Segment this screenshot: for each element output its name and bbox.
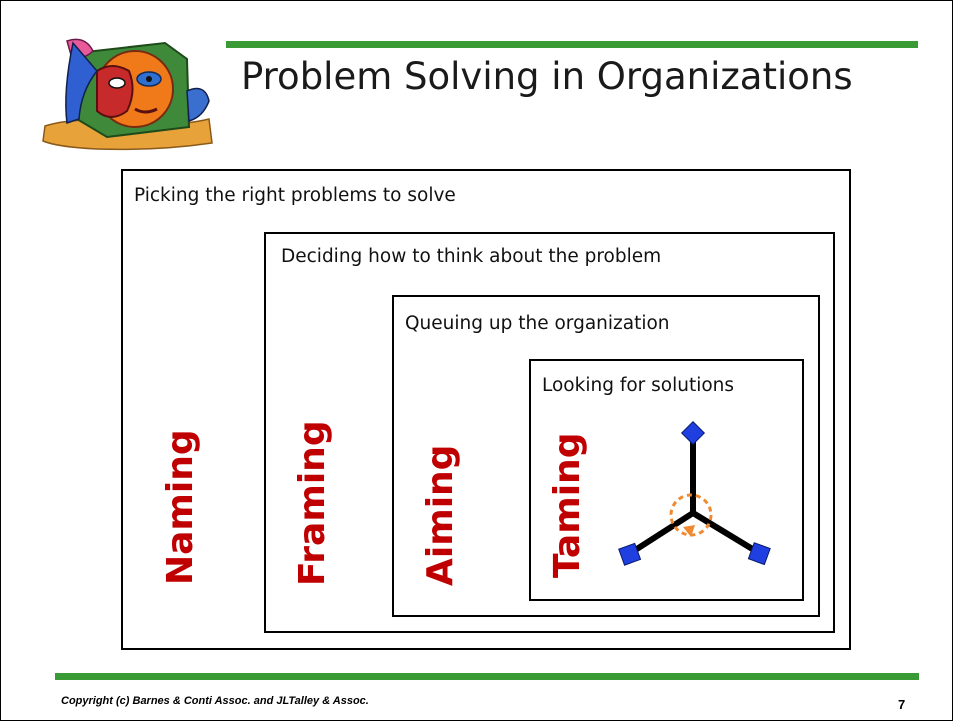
node-left-square-icon bbox=[618, 542, 642, 566]
solution-network-diagram bbox=[618, 421, 771, 566]
aiming-word: Aiming bbox=[420, 444, 461, 586]
face-illustration-logo bbox=[42, 38, 213, 151]
cycle-arrowhead-icon bbox=[683, 525, 695, 537]
naming-word: Naming bbox=[160, 429, 201, 585]
title-rule bbox=[226, 41, 918, 48]
naming-box-label: Picking the right problems to solve bbox=[134, 185, 456, 206]
copyright-footer: Copyright (c) Barnes & Conti Assoc. and … bbox=[61, 695, 369, 707]
page-number: 7 bbox=[898, 697, 906, 712]
framing-word: Framing bbox=[292, 420, 333, 586]
node-top-diamond-icon bbox=[680, 421, 706, 446]
footer-rule bbox=[55, 673, 919, 680]
taming-word: Taming bbox=[547, 432, 588, 578]
node-right-square-icon bbox=[747, 542, 771, 566]
framing-box-label: Deciding how to think about the problem bbox=[281, 246, 662, 267]
aiming-box-label: Queuing up the organization bbox=[405, 313, 670, 334]
taming-box-label: Looking for solutions bbox=[542, 375, 735, 396]
network-branch-left bbox=[627, 510, 695, 557]
network-branch-right bbox=[691, 510, 761, 556]
slide-title: Problem Solving in Organizations bbox=[241, 55, 853, 98]
